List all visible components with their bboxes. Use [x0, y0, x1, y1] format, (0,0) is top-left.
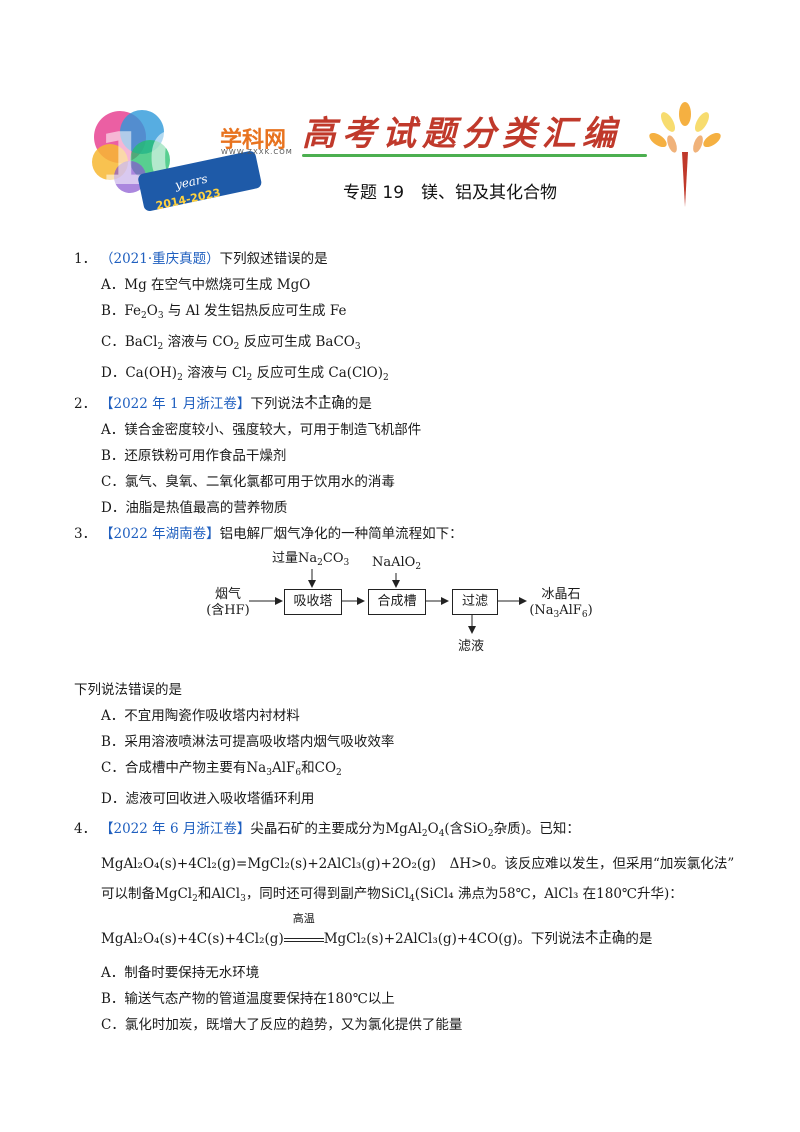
flow-feed: 烟气(含HF): [206, 587, 250, 618]
question-number: 3．: [74, 526, 97, 542]
logo-url: WWW.ZXXK.COM: [221, 148, 293, 156]
option-c: C．合成槽中产物主要有Na3AlF6和CO2: [101, 760, 342, 778]
question-source: 【2022 年 1 月浙江卷】: [100, 396, 251, 412]
question-2: 2．【2022 年 1 月浙江卷】下列说法不正确的是 A．镁合金密度较小、强度较…: [74, 391, 734, 521]
option-d: D．Ca(OH)2 溶液与 Cl2 反应可生成 Ca(ClO)2: [101, 365, 389, 383]
option-d: D．滤液可回收进入吸收塔循环利用: [101, 791, 315, 807]
question-3: 3．【2022 年湖南卷】铝电解厂烟气净化的一种简单流程如下： 过量Na2CO3…: [74, 521, 734, 812]
option-b: B．还原铁粉可用作食品干燥剂: [101, 448, 287, 464]
tree-icon: [649, 102, 721, 207]
question-stem: 尖晶石矿的主要成分为MgAl2O4(含SiO2杂质)。已知：: [250, 821, 580, 839]
option-b: B．采用溶液喷淋法可提高吸收塔内烟气吸收效率: [101, 734, 395, 750]
ten-years-badge: 10 years 2014-2023: [92, 110, 262, 212]
flow-box-filter: 过滤: [452, 589, 498, 615]
question-source: 【2022 年 6 月浙江卷】: [100, 821, 251, 837]
topic-subtitle: 专题 19 镁、铝及其化合物: [343, 183, 558, 203]
flow-box-absorber: 吸收塔: [284, 589, 342, 615]
option-a: A．制备时要保持无水环境: [101, 965, 260, 981]
flow-input-naalo2: NaAlO2: [372, 555, 422, 572]
option-b: B．输送气态产物的管道温度要保持在180℃以上: [101, 991, 395, 1007]
flow-output: 冰晶石(Na3AlF6): [529, 587, 593, 620]
question-stem: 下列说法不正确的是: [250, 396, 372, 412]
reaction-condition: 高温: [283, 912, 324, 942]
flow-box-synthesis: 合成槽: [368, 589, 426, 615]
option-c: C．BaCl2 溶液与 CO2 反应可生成 BaCO3: [101, 334, 361, 352]
option-a: A．不宜用陶瓷作吸收塔内衬材料: [101, 708, 300, 724]
question-stem: 下列叙述错误的是: [219, 251, 328, 267]
question-list: 1．（2021·重庆真题）下列叙述错误的是 A．Mg 在空气中燃烧可生成 MgO…: [74, 246, 734, 1038]
question-prompt: 下列说法错误的是: [74, 682, 182, 698]
banner-underline: [302, 154, 647, 157]
question-source: （2021·重庆真题）: [100, 251, 220, 267]
question-number: 4．: [74, 821, 97, 837]
document-header: 10 years 2014-2023 学科网 WWW.ZXXK.COM 高考试题…: [80, 92, 721, 212]
svg-text:years: years: [173, 172, 209, 193]
question-stem: 铝电解厂烟气净化的一种简单流程如下：: [219, 526, 463, 542]
option-c: C．氯化时加炭，既增大了反应的趋势，又为氯化提供了能量: [101, 1017, 463, 1033]
process-flow-diagram: 过量Na2CO3 NaAlO2 烟气(含HF) 吸收塔 合成槽 过滤 冰晶石(N…: [74, 551, 734, 671]
option-a: A．镁合金密度较小、强度较大，可用于制造飞机部件: [101, 422, 422, 438]
question-number: 1．: [74, 251, 97, 267]
question-source: 【2022 年湖南卷】: [100, 526, 220, 542]
logo-text: 学科网: [220, 128, 287, 153]
question-4: 4．【2022 年 6 月浙江卷】尖晶石矿的主要成分为MgAl2O4(含SiO2…: [74, 816, 734, 1038]
banner-title: 高考试题分类汇编: [302, 114, 622, 154]
equation-1: MgAl₂O₄(s)+4Cl₂(g)=MgCl₂(s)+2AlCl₃(g)+2O…: [101, 856, 735, 872]
flow-input-na2co3: 过量Na2CO3: [272, 551, 350, 568]
option-c: C．氯气、臭氧、二氧化氯都可用于饮用水的消毒: [101, 474, 395, 490]
option-a: A．Mg 在空气中燃烧可生成 MgO: [101, 277, 311, 293]
question-text-line: 可以制备MgCl2和AlCl3，同时还可得到副产物SiCl4(SiCl₄ 沸点为…: [101, 886, 683, 904]
question-number: 2．: [74, 396, 97, 412]
flow-arrows: [249, 569, 527, 634]
question-1: 1．（2021·重庆真题）下列叙述错误的是 A．Mg 在空气中燃烧可生成 MgO…: [74, 246, 734, 391]
option-d: D．油脂是热值最高的营养物质: [101, 500, 288, 516]
option-b: B．Fe2O3 与 Al 发生铝热反应可生成 Fe: [101, 303, 347, 321]
flow-filtrate: 滤液: [458, 639, 485, 654]
